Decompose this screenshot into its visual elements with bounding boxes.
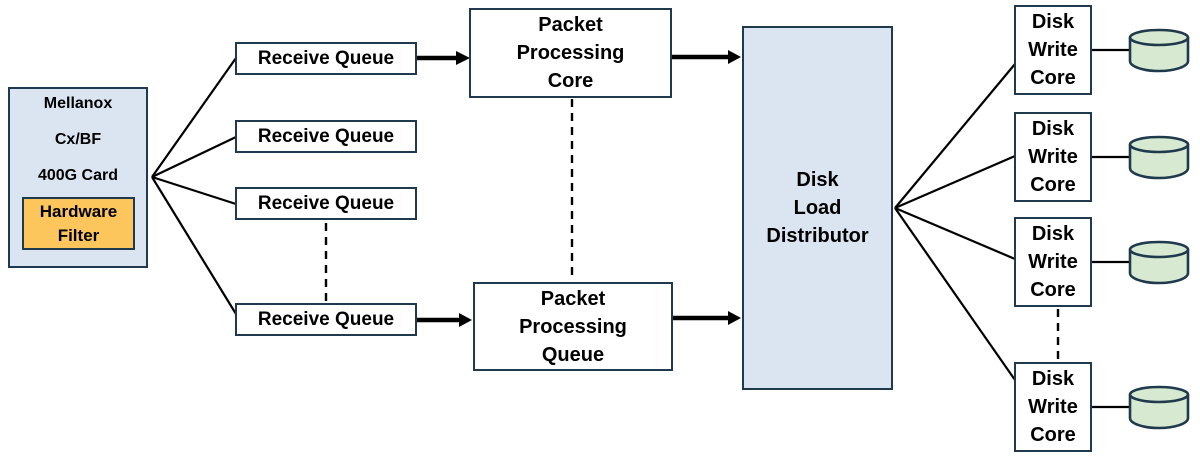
distributor-to-diskcore3-line bbox=[894, 206, 1016, 261]
distributor-to-diskcore2-line bbox=[894, 154, 1016, 210]
core-to-distributor-arrow bbox=[672, 50, 741, 64]
nic-to-queue4-line bbox=[151, 176, 237, 315]
distributor-fanout-lines bbox=[894, 63, 1016, 381]
disk-load-distributor-box: Disk Load Distributor bbox=[742, 26, 893, 390]
disk-write-core-box-1: Disk Write Core bbox=[1014, 5, 1092, 95]
nic-to-queue3-line bbox=[151, 175, 237, 206]
distributor-to-diskcore4-line bbox=[894, 207, 1016, 381]
diskcore-to-disk-lines bbox=[1091, 48, 1129, 409]
disk-write-core-box-4: Disk Write Core bbox=[1014, 362, 1092, 452]
disk-icon bbox=[1128, 240, 1190, 285]
packet-processing-core-box: Packet Processing Core bbox=[469, 8, 672, 98]
ppqueue-to-distributor-arrow bbox=[673, 311, 741, 325]
queue4-to-ppqueue-arrow bbox=[417, 313, 472, 327]
nic-card-box: Mellanox Cx/BF 400G Card Hardware Filter bbox=[8, 87, 148, 268]
disk-icon bbox=[1128, 385, 1190, 430]
hardware-filter-box: Hardware Filter bbox=[22, 197, 135, 250]
distributor-to-diskcore1-line bbox=[894, 63, 1016, 209]
queue1-to-core-arrow bbox=[417, 51, 470, 65]
nic-to-queue1-line bbox=[151, 57, 237, 178]
disk-icon bbox=[1128, 28, 1190, 73]
nic-to-queue2-line bbox=[151, 136, 237, 178]
receive-queue-box-4: Receive Queue bbox=[235, 303, 417, 336]
nic-card-label: Mellanox Cx/BF 400G Card bbox=[37, 95, 119, 184]
receive-queue-box-1: Receive Queue bbox=[235, 42, 417, 75]
packet-processing-queue-box: Packet Processing Queue bbox=[473, 282, 673, 371]
receive-queue-box-3: Receive Queue bbox=[235, 187, 417, 220]
disk-write-core-box-3: Disk Write Core bbox=[1014, 217, 1092, 307]
nic-fanout-lines bbox=[151, 57, 237, 315]
receive-queue-box-2: Receive Queue bbox=[235, 120, 417, 153]
disk-icon bbox=[1128, 135, 1190, 180]
disk-write-core-box-2: Disk Write Core bbox=[1014, 112, 1092, 202]
